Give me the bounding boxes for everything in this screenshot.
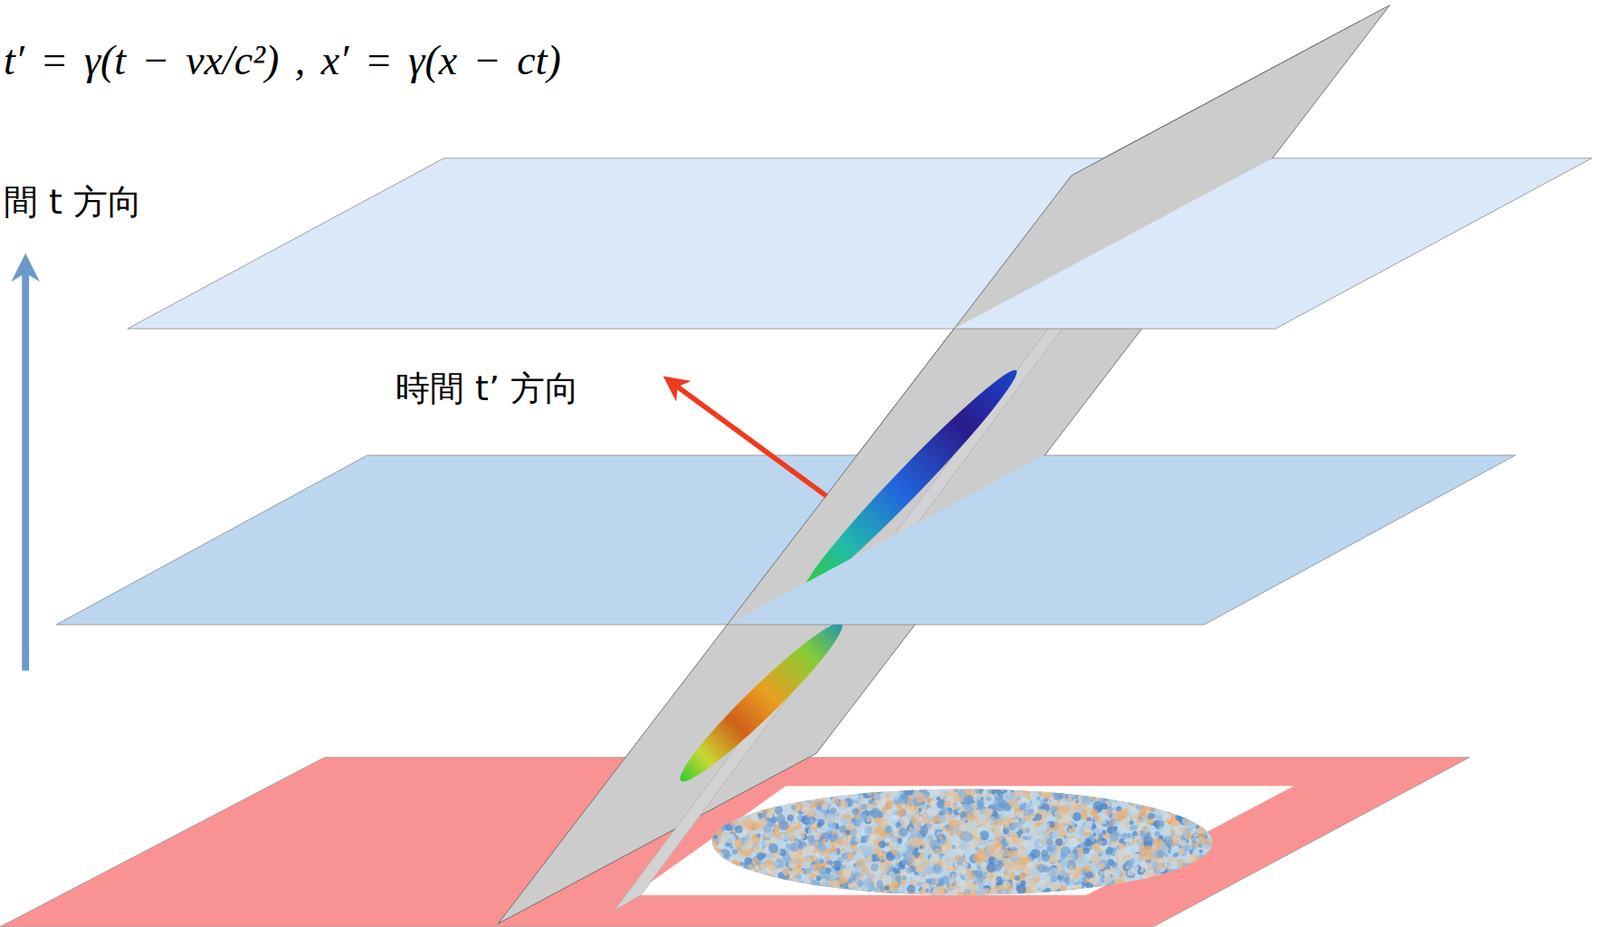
axis-label: 間 t 方向 <box>3 179 143 226</box>
cmb-map <box>712 789 1212 896</box>
middle-plane <box>56 455 1515 625</box>
lorentz-equation: t′ = γ(t − vx/c²) , x′ = γ(x − ct) <box>3 36 562 85</box>
top-plane <box>127 158 1592 329</box>
plasma-lower <box>670 612 853 791</box>
axis-label: 時間 t’ 方向 <box>395 365 580 412</box>
boosted-time-arrow <box>673 383 827 496</box>
plasma-upper <box>793 360 1027 601</box>
time-arrow <box>21 266 29 670</box>
cmb-frame <box>632 785 1295 896</box>
